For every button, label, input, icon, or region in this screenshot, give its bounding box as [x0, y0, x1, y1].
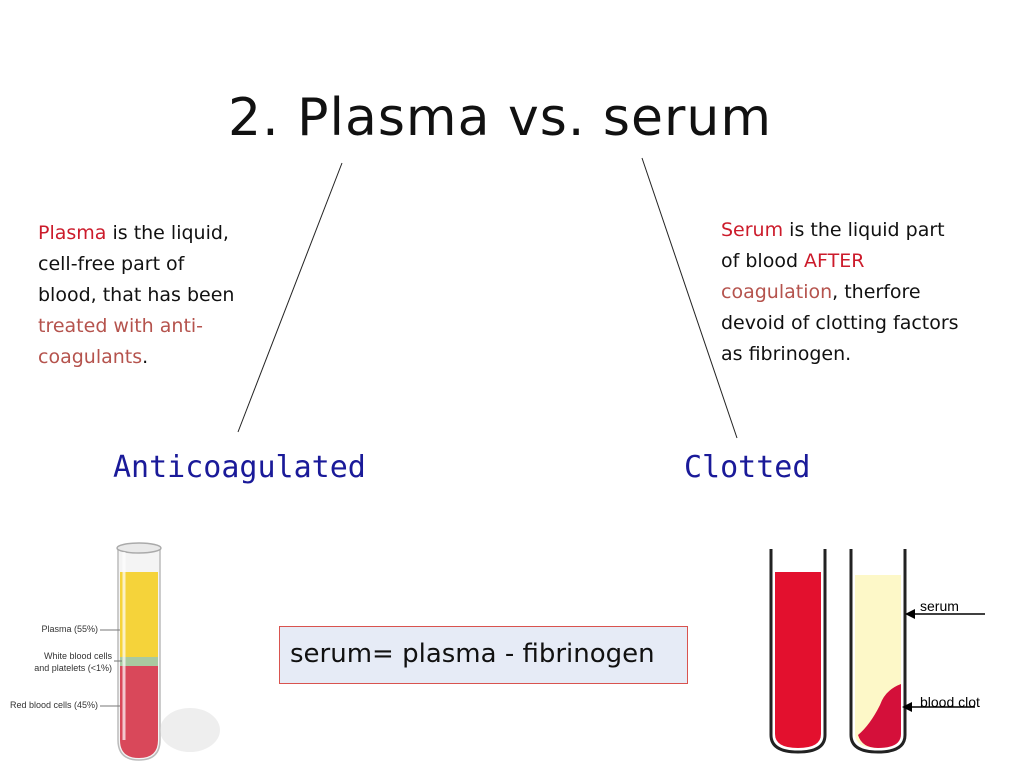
serum-term: Serum [721, 219, 784, 241]
wbc-label-line1: White blood cells [43, 651, 112, 661]
serum-definition: Serum is the liquid part of blood AFTER … [721, 219, 959, 365]
plasma-layer [120, 572, 158, 657]
anticoagulated-label: Anticoagulated [113, 450, 366, 485]
serum-label: serum [920, 598, 959, 614]
page-title: 2. Plasma vs. serum [228, 88, 772, 148]
blood-clot-shape [858, 684, 901, 748]
left-connector-line [237, 162, 343, 433]
wbc-label-line2: and platelets (<1%) [34, 663, 112, 673]
rbc-percent-label: Red blood cells (45%) [9, 700, 98, 710]
whole-blood-tube [769, 549, 827, 754]
red-cell-layer [120, 666, 158, 758]
clotted-label: Clotted [684, 450, 811, 485]
buffy-coat-layer [120, 657, 158, 666]
anticoagulated-tube [100, 542, 220, 761]
formula-box: serum= plasma - fibrinogen [279, 626, 688, 684]
plasma-term: Plasma [38, 222, 107, 244]
plasma-definition: Plasma is the liquid, cell-free part of … [38, 222, 235, 368]
blood-clot-label: blood clot [920, 694, 980, 710]
right-connector-line [641, 157, 738, 439]
plasma-percent-label: Plasma (55%) [41, 624, 98, 634]
serum-clot-tube [849, 549, 985, 754]
